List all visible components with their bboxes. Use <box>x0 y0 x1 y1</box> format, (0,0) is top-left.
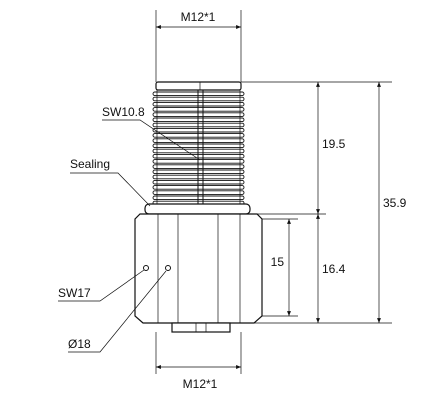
dim-overall-length-label: 35.9 <box>383 196 407 210</box>
sealing-ring <box>144 203 251 215</box>
dim-thread-top: M12*1 <box>155 10 242 82</box>
label-diameter: Ø18 <box>68 270 167 353</box>
bottom-connector <box>171 322 231 333</box>
dim-thread-top-label: M12*1 <box>181 10 216 24</box>
dim-overall-length: 35.9 <box>377 82 407 323</box>
hex-outline <box>134 213 263 324</box>
diameter-point-marker <box>165 265 171 271</box>
dim-thread-bottom: M12*1 <box>155 332 242 391</box>
thread-top-cap <box>155 81 242 91</box>
dim-hex-height: 15 <box>271 219 291 316</box>
hex-body <box>134 213 263 333</box>
label-sw-hex: SW17 <box>58 269 145 302</box>
label-sw-hex-text: SW17 <box>58 286 91 300</box>
dim-thread-bottom-label: M12*1 <box>183 377 218 391</box>
label-sealing: Sealing <box>70 157 151 207</box>
label-sw-top: SW10.8 <box>102 105 201 161</box>
label-sw-top-text: SW10.8 <box>102 105 145 119</box>
dim-body-height-label: 16.4 <box>322 262 346 276</box>
dim-thread-length: 19.5 <box>316 82 346 214</box>
label-sealing-text: Sealing <box>70 157 110 171</box>
thread-section <box>144 81 251 215</box>
label-diameter-text: Ø18 <box>68 337 91 351</box>
dim-hex-height-label: 15 <box>271 255 285 269</box>
dim-body-height: 16.4 <box>316 214 346 323</box>
hex-point-marker <box>143 265 149 271</box>
dim-thread-length-label: 19.5 <box>322 137 346 151</box>
